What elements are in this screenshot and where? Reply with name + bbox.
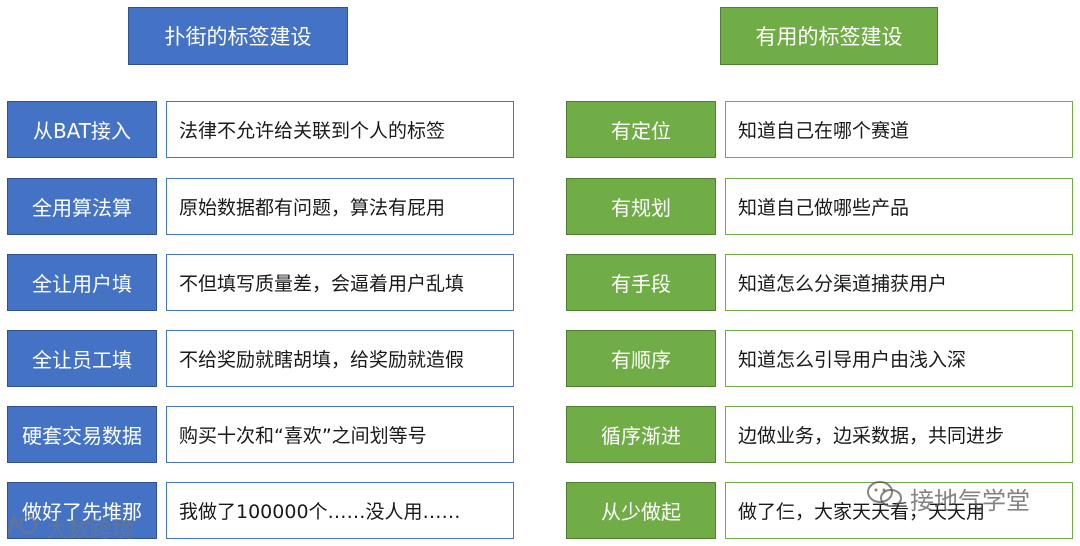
good-practice-label: 有手段	[566, 254, 716, 311]
good-practice-label: 有定位	[566, 101, 716, 158]
bad-practice-label: 从BAT接入	[7, 101, 157, 158]
good-practice-label: 从少做起	[566, 482, 716, 539]
watermark-right: 接地气学堂	[866, 480, 1030, 516]
good-practice-label: 有顺序	[566, 330, 716, 387]
watermark-right-text: 接地气学堂	[910, 486, 1030, 515]
bad-practice-row: 全用算法算 原始数据都有问题，算法有屁用	[7, 178, 514, 235]
good-practice-row: 从少做起 做了仨，大家天天看，天天用	[566, 482, 1073, 539]
good-practice-label: 循序渐进	[566, 406, 716, 463]
good-practice-description: 知道怎么引导用户由浅入深	[725, 330, 1073, 387]
good-practice-row: 有规划 知道自己做哪些产品	[566, 178, 1073, 235]
bad-practice-label: 硬套交易数据	[7, 406, 157, 463]
bad-practice-label: 全让员工填	[7, 330, 157, 387]
bad-practice-description: 不但填写质量差，会逼着用户乱填	[166, 254, 514, 311]
wechat-icon	[866, 480, 904, 516]
good-practice-row: 有手段 知道怎么分渠道捕获用户	[566, 254, 1073, 311]
good-practice-row: 循序渐进 边做业务，边采数据，共同进步	[566, 406, 1073, 463]
bad-practice-description: 法律不允许给关联到个人的标签	[166, 101, 514, 158]
bad-practice-label: 做好了先堆那	[7, 482, 157, 539]
bad-practice-description: 购买十次和“喜欢”之间划等号	[166, 406, 514, 463]
bad-practice-row: 硬套交易数据 购买十次和“喜欢”之间划等号	[7, 406, 514, 463]
good-practice-description: 知道自己在哪个赛道	[725, 101, 1073, 158]
brand-logo-icon	[6, 511, 40, 544]
bad-practice-row: 全让员工填 不给奖励就瞎胡填，给奖励就造假	[7, 330, 514, 387]
bad-practice-description: 原始数据都有问题，算法有屁用	[166, 178, 514, 235]
bad-practice-row: 从BAT接入 法律不允许给关联到个人的标签	[7, 101, 514, 158]
good-practices-header: 有用的标签建设	[720, 7, 938, 65]
good-practice-description: 知道怎么分渠道捕获用户	[725, 254, 1073, 311]
good-practice-row: 有定位 知道自己在哪个赛道	[566, 101, 1073, 158]
bad-practice-label: 全让用户填	[7, 254, 157, 311]
good-practice-label: 有规划	[566, 178, 716, 235]
bad-practice-label: 全用算法算	[7, 178, 157, 235]
bad-practice-description: 不给奖励就瞎胡填，给奖励就造假	[166, 330, 514, 387]
watermark-left: 大数跨境	[6, 511, 135, 544]
watermark-left-text: 大数跨境	[46, 518, 135, 543]
bad-practice-row: 做好了先堆那 我做了100000个……没人用……	[7, 482, 514, 539]
good-practice-row: 有顺序 知道怎么引导用户由浅入深	[566, 330, 1073, 387]
bad-practices-header: 扑街的标签建设	[128, 7, 348, 65]
bad-practice-description: 我做了100000个……没人用……	[166, 482, 514, 539]
bad-practice-row: 全让用户填 不但填写质量差，会逼着用户乱填	[7, 254, 514, 311]
good-practice-description: 做了仨，大家天天看，天天用	[725, 482, 1073, 539]
good-practice-description: 知道自己做哪些产品	[725, 178, 1073, 235]
good-practice-description: 边做业务，边采数据，共同进步	[725, 406, 1073, 463]
